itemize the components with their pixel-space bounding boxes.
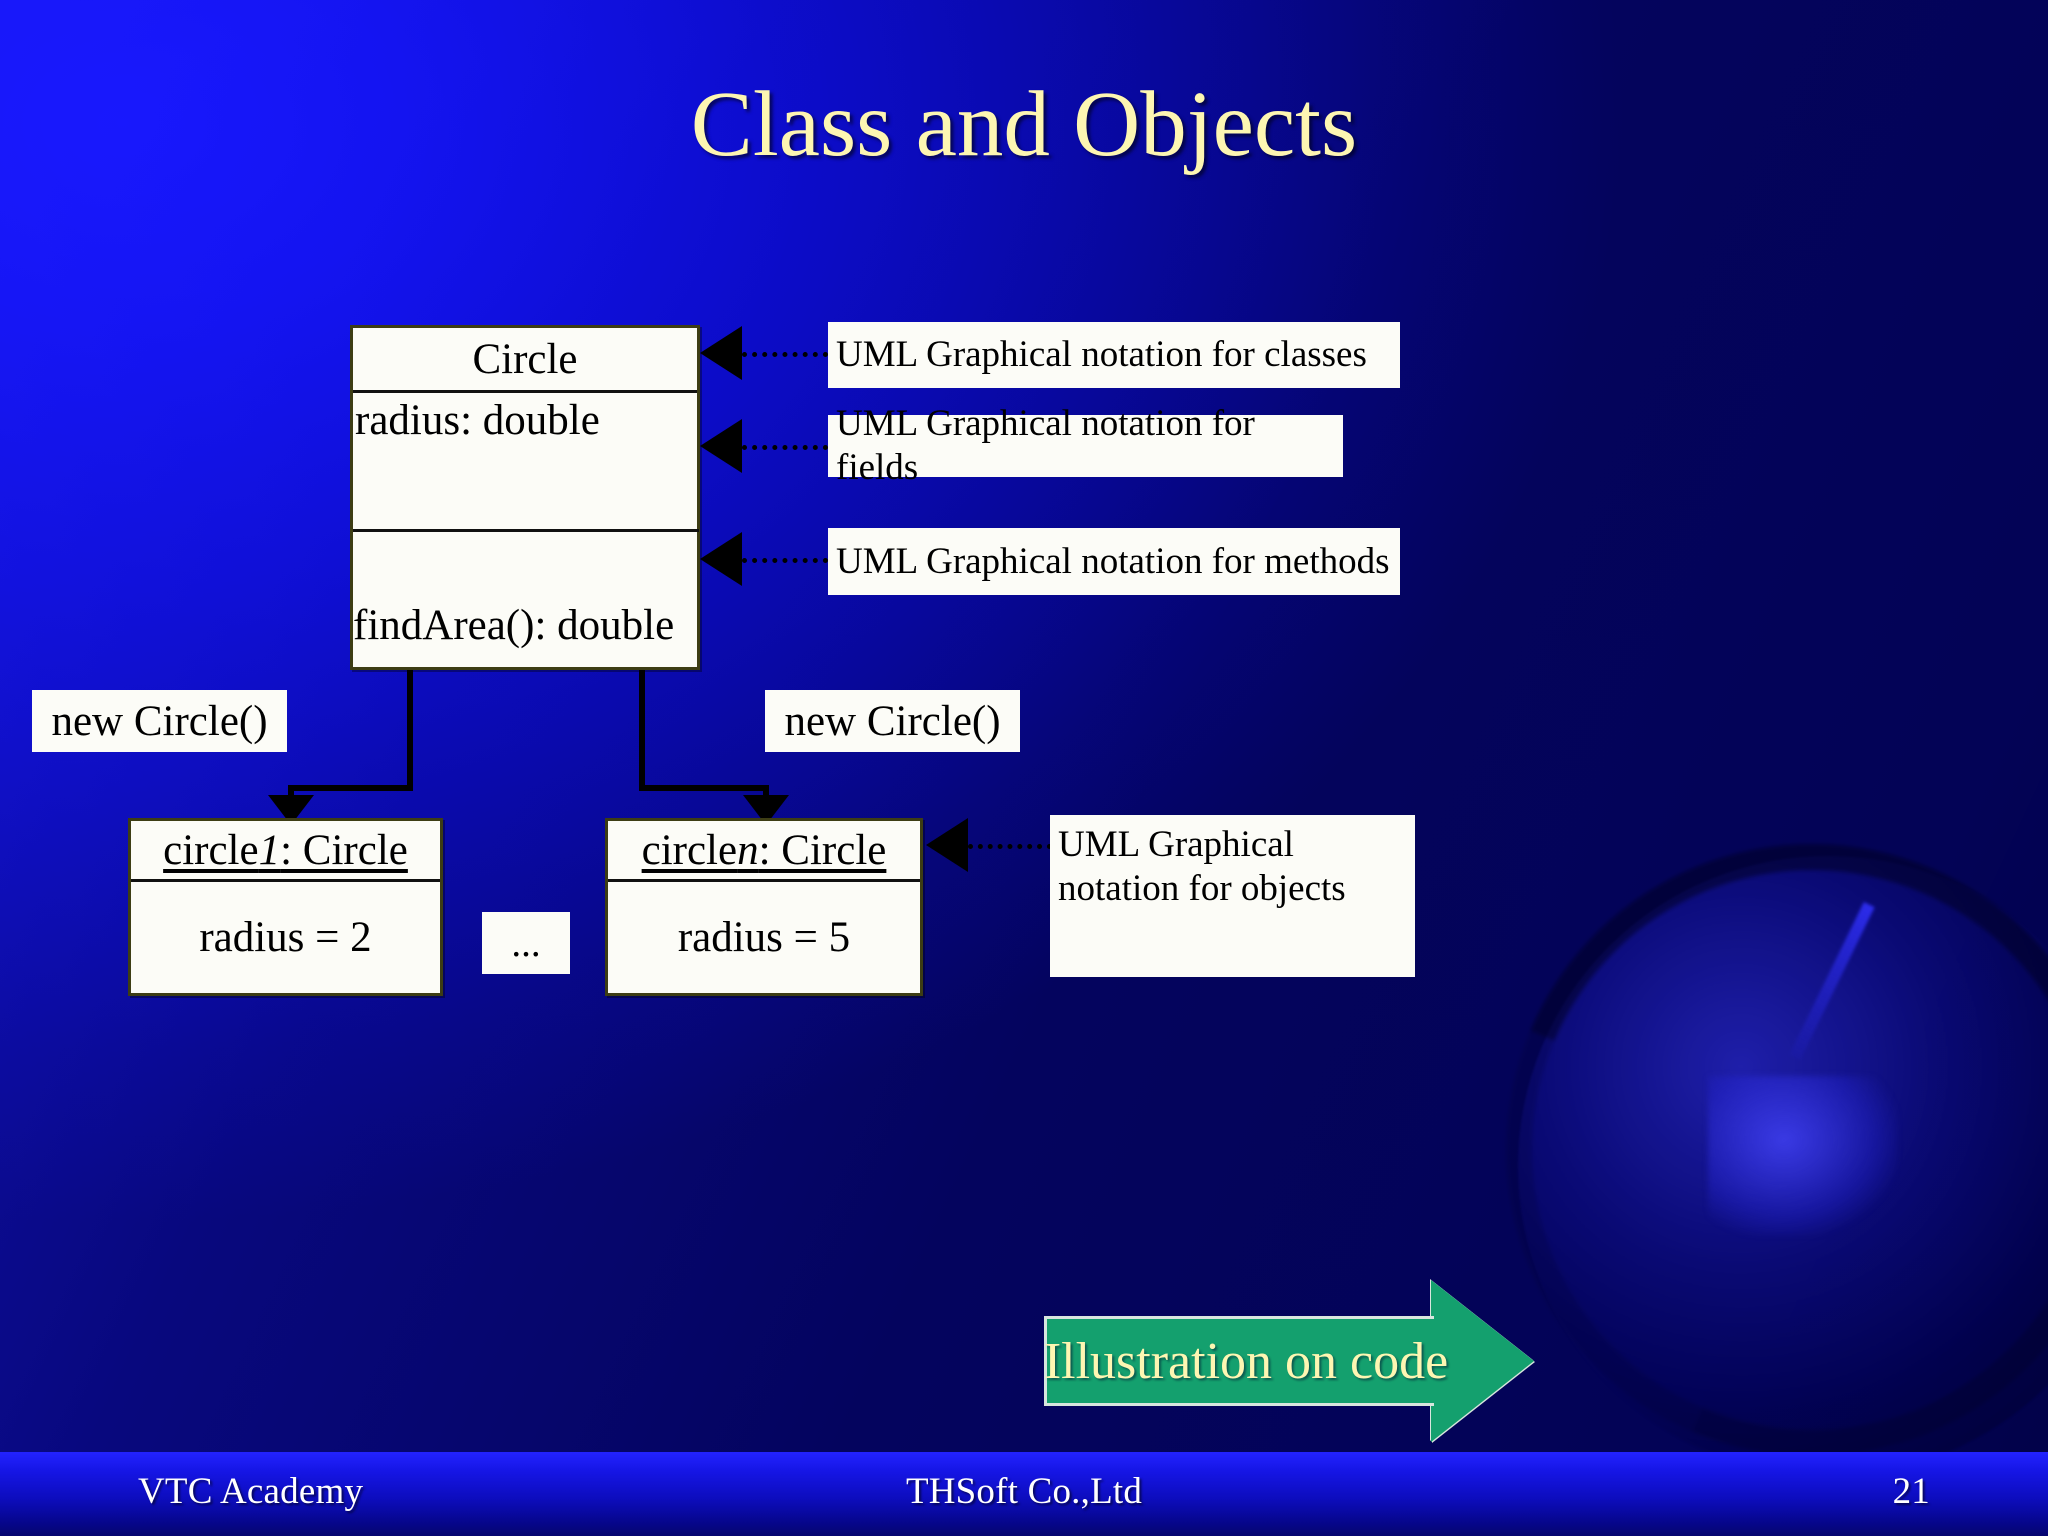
leader-line-objects — [968, 844, 1052, 849]
label-new-circle-left-text: new Circle() — [51, 697, 268, 745]
arrowhead-objects-icon — [926, 818, 968, 872]
uml-object-name-circlen-prefix: circle — [641, 826, 738, 874]
uml-object-box-circlen: circlen: Circle radius = 5 — [605, 818, 923, 996]
callout-methods: UML Graphical notation for methods — [828, 528, 1400, 595]
callout-classes-label: UML Graphical notation for classes — [836, 334, 1367, 376]
uml-object-name-circle1-prefix: circle — [163, 826, 259, 874]
callout-objects: UML Graphical notation for objects — [1050, 815, 1415, 977]
footer-company: THSoft Co.,Ltd — [905, 1471, 1143, 1512]
label-new-circle-right-text: new Circle() — [784, 697, 1001, 745]
arrowhead-methods-icon — [700, 532, 742, 586]
banner-shaft — [1044, 1316, 1434, 1406]
illustration-on-code-label: Illustration on code — [1043, 1332, 1449, 1390]
uml-object-name-circlen: circlen: Circle — [642, 826, 887, 875]
uml-object-name-circlen-suffix: : Circle — [758, 826, 887, 874]
callout-classes: UML Graphical notation for classes — [828, 322, 1400, 388]
uml-class-box: Circle radius: double findArea(): double — [350, 325, 700, 670]
footer-organization: VTC Academy — [138, 1471, 364, 1512]
ellipsis-box: ... — [482, 912, 570, 974]
uml-object-name-compartment: circlen: Circle — [608, 821, 920, 882]
ellipsis-label: ... — [511, 921, 541, 965]
label-new-circle-left: new Circle() — [32, 690, 287, 752]
label-new-circle-right: new Circle() — [765, 690, 1020, 752]
leader-line-fields — [742, 445, 828, 450]
uml-object-name-circle1: circle1: Circle — [163, 826, 408, 875]
arrowhead-classes-icon — [700, 326, 742, 380]
arrowhead-fields-icon — [700, 419, 742, 473]
uml-class-name: Circle — [472, 335, 578, 383]
callout-methods-label: UML Graphical notation for methods — [836, 540, 1390, 582]
globe-landmass-icon — [1708, 1076, 1898, 1236]
callout-fields-label: UML Graphical notation for fields — [836, 403, 1255, 488]
uml-object-name-circle1-suffix: : Circle — [280, 826, 408, 874]
uml-object-radius-circle1: radius = 2 — [199, 914, 372, 961]
footer-page-number: 21 — [1892, 1471, 1930, 1512]
uml-object-name-compartment: circle1: Circle — [131, 821, 440, 882]
uml-class-field-radius: radius: double — [355, 397, 600, 444]
uml-object-body-circlen: radius = 5 — [608, 879, 920, 996]
callout-fields: UML Graphical notation for fields — [828, 403, 1343, 488]
uml-class-name-compartment: Circle — [353, 328, 697, 393]
uml-object-box-circle1: circle1: Circle radius = 2 — [128, 818, 443, 996]
uml-class-method-findarea: findArea(): double — [353, 602, 675, 649]
uml-object-name-circlen-index: n — [737, 826, 759, 874]
connector-right-vertical-upper — [639, 670, 645, 790]
page-title: Class and Objects — [690, 73, 1358, 176]
uml-object-name-circle1-index: 1 — [258, 826, 281, 874]
uml-class-fields-compartment: radius: double — [353, 390, 699, 532]
leader-line-methods — [742, 558, 828, 563]
connector-right-horizontal — [639, 785, 769, 791]
uml-object-body-circle1: radius = 2 — [131, 879, 440, 996]
leader-line-classes — [742, 352, 828, 357]
connector-left-vertical-upper — [407, 670, 413, 790]
footer-band — [0, 1452, 2048, 1536]
connector-left-horizontal — [288, 785, 413, 791]
banner-arrowhead-icon — [1431, 1280, 1534, 1442]
uml-class-methods-compartment: findArea(): double — [353, 529, 697, 670]
illustration-on-code-banner[interactable]: Illustration on code — [1043, 1280, 1534, 1442]
callout-objects-label: UML Graphical notation for objects — [1058, 824, 1346, 909]
uml-object-radius-circlen: radius = 5 — [677, 914, 851, 961]
